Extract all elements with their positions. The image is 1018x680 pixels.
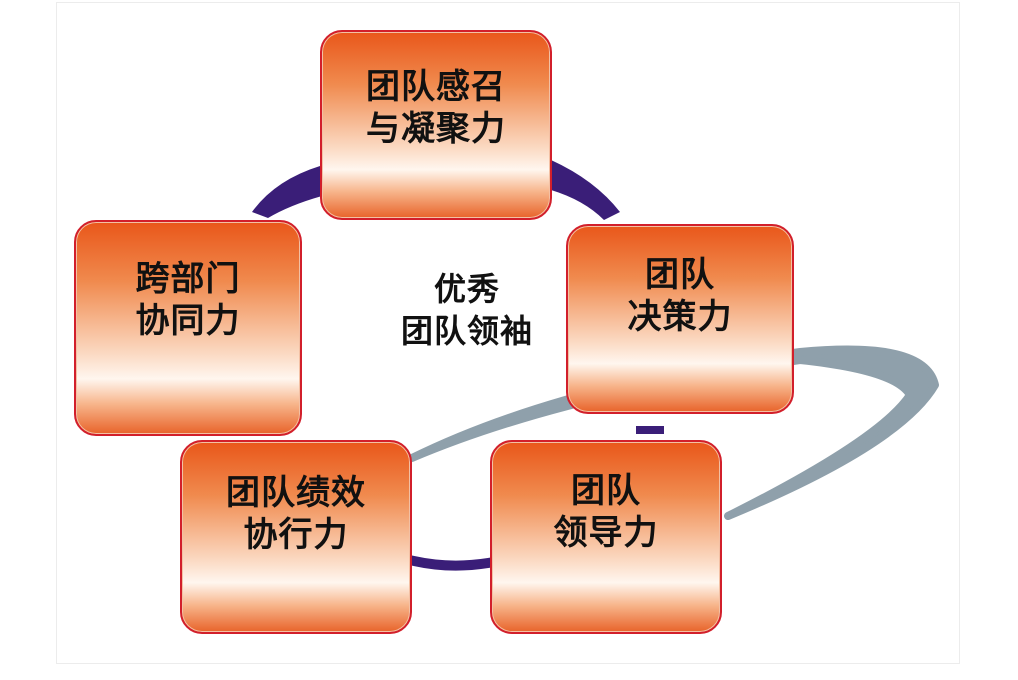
purple-arc-bottom bbox=[412, 555, 490, 571]
node-team-leadership: 团队 领导力 bbox=[490, 440, 722, 634]
node-team-decision-label: 团队 决策力 bbox=[568, 254, 792, 338]
center-title-line2: 团队领袖 bbox=[400, 312, 533, 350]
node-cross-department-line2: 协同力 bbox=[135, 301, 241, 341]
node-team-performance-line1: 团队绩效 bbox=[226, 473, 366, 513]
node-team-performance-line2: 协行力 bbox=[243, 515, 349, 555]
node-team-decision: 团队 决策力 bbox=[566, 224, 794, 414]
node-cross-department-line1: 跨部门 bbox=[135, 259, 241, 299]
node-team-cohesion: 团队感召 与凝聚力 bbox=[320, 30, 552, 220]
center-title-line1: 优秀 bbox=[433, 270, 500, 308]
node-team-leadership-line2: 领导力 bbox=[553, 513, 659, 553]
node-team-decision-line2: 决策力 bbox=[627, 297, 733, 337]
node-team-leadership-label: 团队 领导力 bbox=[492, 470, 720, 554]
node-team-cohesion-line2: 与凝聚力 bbox=[366, 109, 506, 149]
node-cross-department-label: 跨部门 协同力 bbox=[76, 258, 300, 342]
purple-bar-right-bottom bbox=[636, 426, 664, 434]
node-team-cohesion-label: 团队感召 与凝聚力 bbox=[322, 66, 550, 150]
node-cross-department: 跨部门 协同力 bbox=[74, 220, 302, 436]
center-title: 优秀 团队领袖 bbox=[374, 268, 560, 352]
node-team-leadership-line1: 团队 bbox=[571, 471, 641, 511]
node-team-performance: 团队绩效 协行力 bbox=[180, 440, 412, 634]
purple-arc-left-top bbox=[252, 166, 322, 218]
node-team-cohesion-line1: 团队感召 bbox=[366, 67, 506, 107]
node-team-performance-label: 团队绩效 协行力 bbox=[182, 472, 410, 556]
node-team-decision-line1: 团队 bbox=[645, 255, 715, 295]
purple-arc-top-right bbox=[551, 160, 620, 220]
